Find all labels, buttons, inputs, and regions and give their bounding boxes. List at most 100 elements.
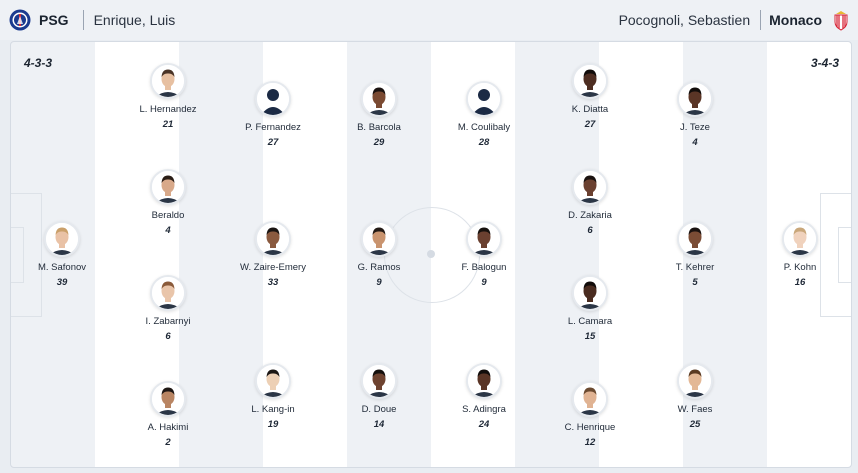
away-team-header: Pocognoli, Sebastien Monaco	[619, 0, 852, 40]
player-name[interactable]: P. Fernandez	[245, 122, 301, 133]
player-shirt-number: 39	[56, 277, 68, 288]
player-photo[interactable]	[466, 363, 502, 399]
player-photo[interactable]	[361, 221, 397, 257]
player-photo[interactable]	[572, 275, 608, 311]
player-name[interactable]: M. Coulibaly	[457, 122, 511, 133]
player-name[interactable]: C. Henrique	[564, 422, 616, 433]
player-name[interactable]: D. Doue	[361, 404, 397, 415]
player-shirt-number: 19	[267, 419, 279, 430]
player-name[interactable]: L. Kang-in	[251, 404, 295, 415]
player-photo[interactable]	[677, 221, 713, 257]
player-photo[interactable]	[572, 169, 608, 205]
player-name[interactable]: A. Hakimi	[147, 422, 189, 433]
player-photo[interactable]	[466, 221, 502, 257]
player-name[interactable]: K. Diatta	[571, 104, 609, 115]
player-card[interactable]: M. Safonov 39	[11, 221, 117, 288]
away-formation: 3-4-3	[810, 56, 839, 70]
player-name[interactable]: W. Faes	[677, 404, 713, 415]
home-team-header: PSG Enrique, Luis	[9, 0, 175, 40]
player-card[interactable]: F. Balogun 9	[429, 221, 539, 288]
player-shirt-number: 29	[373, 137, 385, 148]
home-team-name[interactable]: PSG	[39, 12, 69, 28]
player-photo[interactable]	[255, 221, 291, 257]
player-card[interactable]: G. Ramos 9	[324, 221, 434, 288]
player-name[interactable]: G. Ramos	[357, 262, 401, 273]
player-photo[interactable]	[361, 81, 397, 117]
player-name[interactable]: T. Kehrer	[675, 262, 715, 273]
home-coach-name[interactable]: Enrique, Luis	[93, 12, 176, 28]
player-photo[interactable]	[361, 363, 397, 399]
player-shirt-number: 27	[584, 119, 596, 130]
away-coach-name[interactable]: Pocognoli, Sebastien	[618, 12, 751, 28]
player-photo[interactable]	[572, 381, 608, 417]
player-photo[interactable]	[150, 63, 186, 99]
player-shirt-number: 33	[267, 277, 279, 288]
home-goal-area	[11, 227, 24, 283]
player-photo[interactable]	[150, 381, 186, 417]
match-header: PSG Enrique, Luis Pocognoli, Sebastien M…	[0, 0, 858, 40]
player-photo[interactable]	[782, 221, 818, 257]
player-name[interactable]: J. Teze	[680, 122, 710, 133]
player-photo[interactable]	[255, 81, 291, 117]
player-photo[interactable]	[572, 63, 608, 99]
away-penalty-box	[820, 193, 851, 317]
player-card[interactable]: J. Teze 4	[640, 81, 750, 148]
player-card[interactable]: L. Kang-in 19	[218, 363, 328, 430]
player-shirt-number: 27	[267, 137, 279, 148]
player-card[interactable]: P. Fernandez 27	[218, 81, 328, 148]
player-shirt-number: 4	[692, 137, 698, 148]
player-card[interactable]: M. Coulibaly 28	[429, 81, 539, 148]
player-shirt-number: 15	[584, 331, 596, 342]
player-photo[interactable]	[150, 169, 186, 205]
player-card[interactable]: T. Kehrer 5	[640, 221, 750, 288]
player-shirt-number: 25	[689, 419, 701, 430]
home-formation: 4-3-3	[24, 56, 53, 70]
player-card[interactable]: D. Doue 14	[324, 363, 434, 430]
player-photo[interactable]	[466, 81, 502, 117]
player-shirt-number: 6	[587, 225, 593, 236]
player-card[interactable]: W. Zaire-Emery 33	[218, 221, 328, 288]
player-name[interactable]: L. Hernandez	[139, 104, 197, 115]
header-divider	[82, 10, 84, 30]
player-card[interactable]: A. Hakimi 2	[113, 381, 223, 448]
player-photo[interactable]	[677, 81, 713, 117]
player-name[interactable]: B. Barcola	[357, 122, 401, 133]
player-card[interactable]: K. Diatta 27	[535, 63, 645, 130]
player-card[interactable]: D. Zakaria 6	[535, 169, 645, 236]
player-shirt-number: 28	[478, 137, 490, 148]
center-spot	[427, 250, 435, 258]
player-shirt-number: 9	[481, 277, 487, 288]
player-shirt-number: 2	[165, 437, 171, 448]
player-name[interactable]: M. Safonov	[37, 262, 87, 273]
player-name[interactable]: S. Adingra	[462, 404, 506, 415]
player-card[interactable]: L. Camara 15	[535, 275, 645, 342]
psg-crest-icon	[9, 9, 31, 31]
player-card[interactable]: Beraldo 4	[113, 169, 223, 236]
player-shirt-number: 9	[376, 277, 382, 288]
player-name[interactable]: F. Balogun	[461, 262, 507, 273]
player-photo[interactable]	[677, 363, 713, 399]
player-shirt-number: 14	[373, 419, 385, 430]
player-photo[interactable]	[150, 275, 186, 311]
player-name[interactable]: P. Kohn	[783, 262, 817, 273]
home-penalty-box	[11, 193, 42, 317]
player-name[interactable]: W. Zaire-Emery	[240, 262, 306, 273]
away-goal-area	[838, 227, 851, 283]
away-team-name[interactable]: Monaco	[769, 12, 822, 28]
player-shirt-number: 4	[165, 225, 171, 236]
player-name[interactable]: Beraldo	[151, 210, 185, 221]
player-card[interactable]: B. Barcola 29	[324, 81, 434, 148]
player-shirt-number: 5	[692, 277, 698, 288]
player-photo[interactable]	[255, 363, 291, 399]
player-card[interactable]: W. Faes 25	[640, 363, 750, 430]
monaco-crest-icon	[830, 9, 852, 31]
player-name[interactable]: I. Zabarnyi	[145, 316, 191, 327]
player-name[interactable]: D. Zakaria	[568, 210, 612, 221]
player-name[interactable]: L. Camara	[567, 316, 613, 327]
player-photo[interactable]	[44, 221, 80, 257]
